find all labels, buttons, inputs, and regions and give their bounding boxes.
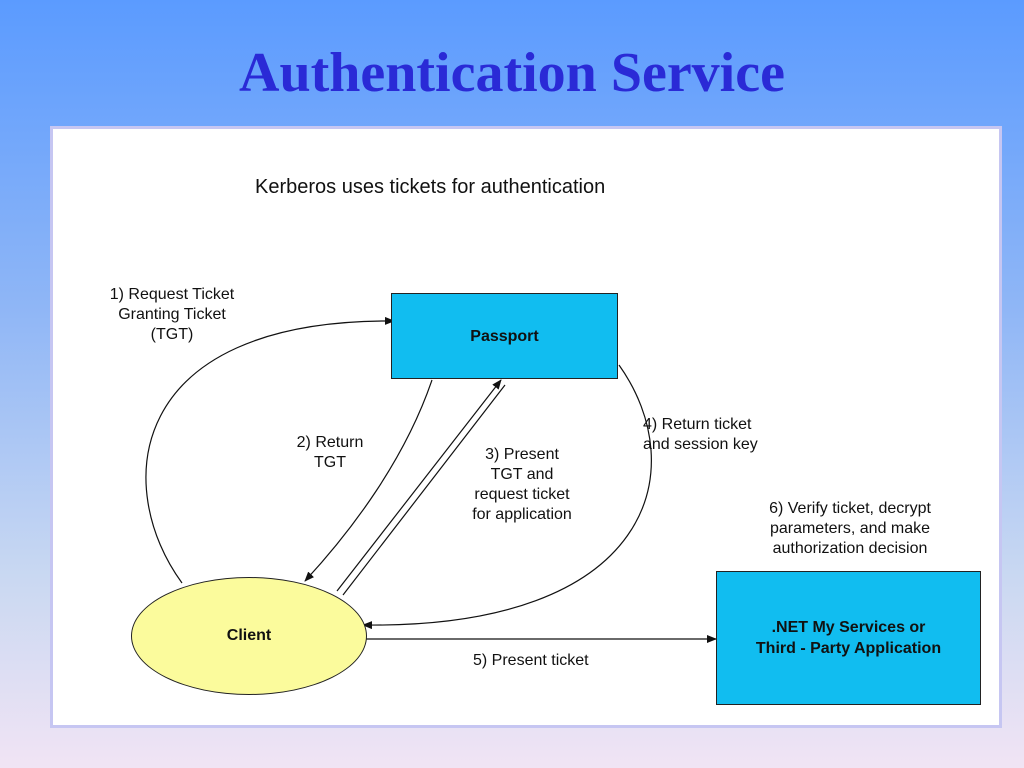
step-5-label: 5) Present ticket	[473, 652, 589, 669]
step-4-label: 4) Return ticket and session key	[643, 416, 758, 453]
node-service-label-2: Third - Party Application	[755, 640, 942, 657]
step-1-label: 1) Request Ticket Granting Ticket (TGT)	[109, 286, 235, 343]
step-6-label: 6) Verify ticket, decrypt parameters, an…	[769, 500, 931, 557]
diagram-connectors	[145, 316, 717, 643]
slide-title: Authentication Service	[239, 42, 785, 104]
diagram-heading: Kerberos uses tickets for authentication	[255, 176, 606, 198]
node-client: Client	[131, 577, 367, 695]
node-service: .NET My Services or Third - Party Applic…	[716, 571, 981, 705]
diagram-panel: Kerberos uses tickets for authentication…	[50, 126, 1002, 728]
node-client-label: Client	[226, 627, 272, 644]
arrow-present-tgt-shadow	[342, 384, 506, 596]
arrow-present-tgt	[336, 379, 502, 592]
node-passport: Passport	[391, 293, 618, 379]
arrow-request-tgt	[145, 316, 395, 584]
step-3-label: 3) Present TGT and request ticket for ap…	[472, 446, 572, 523]
arrow-return-tgt	[304, 379, 433, 582]
node-service-label-1: .NET My Services or	[771, 619, 926, 636]
node-passport-label: Passport	[470, 327, 539, 345]
arrow-return-ticket	[362, 364, 652, 630]
step-2-label: 2) Return TGT	[296, 434, 364, 471]
